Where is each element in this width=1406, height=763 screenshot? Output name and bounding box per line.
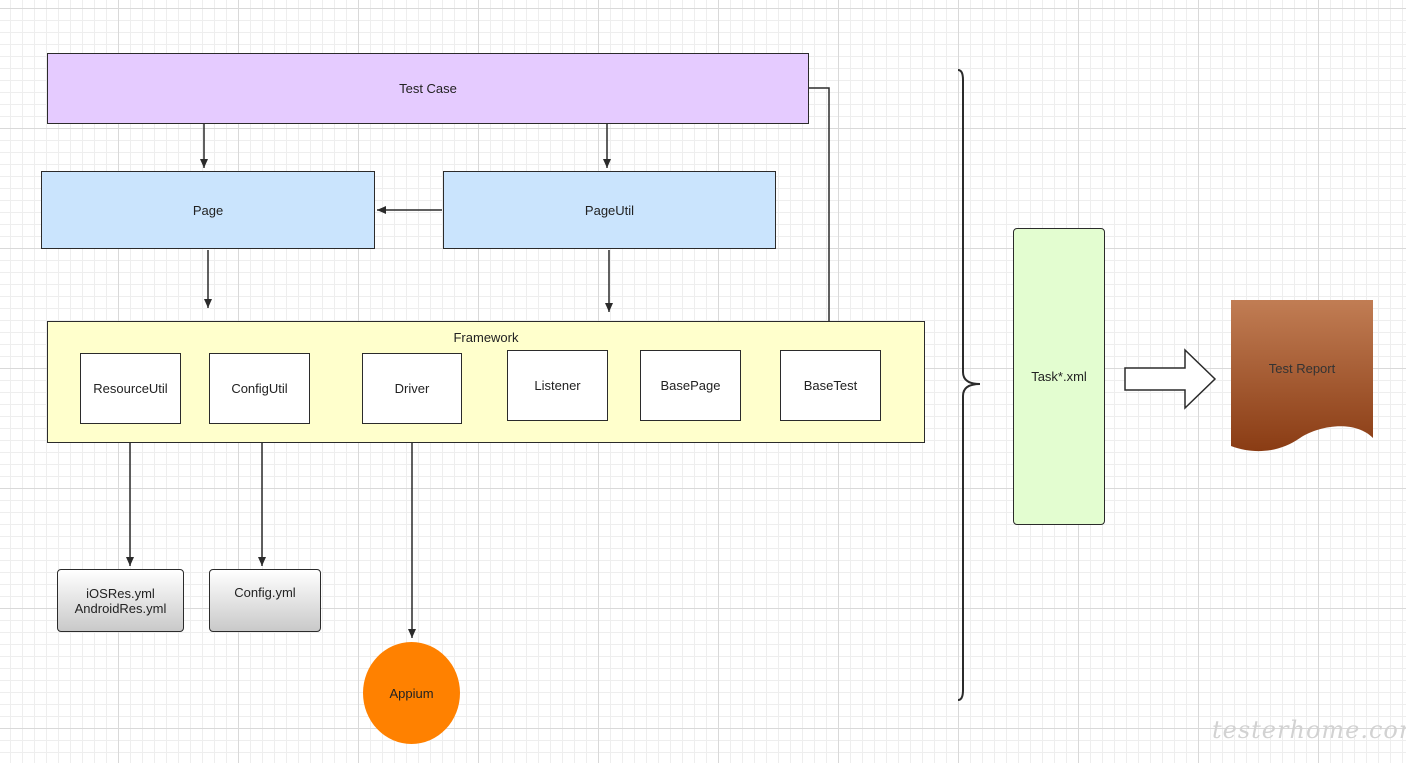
listener-box[interactable]: Listener bbox=[507, 350, 608, 421]
res-files-box[interactable]: iOSRes.yml AndroidRes.yml bbox=[57, 569, 184, 632]
appium-label: Appium bbox=[389, 685, 434, 701]
config-file-box[interactable]: Config.yml bbox=[209, 569, 321, 632]
task-label: Task*.xml bbox=[1031, 369, 1087, 384]
test-case-box[interactable]: Test Case bbox=[47, 53, 809, 124]
driver-label: Driver bbox=[394, 381, 430, 396]
watermark: testerhome.com bbox=[1212, 716, 1406, 744]
report-shape bbox=[1231, 300, 1373, 452]
framework-label: Framework bbox=[453, 330, 519, 345]
res-files-label: iOSRes.yml AndroidRes.yml bbox=[74, 585, 167, 616]
appium-node[interactable]: Appium bbox=[363, 642, 460, 744]
resource-util-box[interactable]: ResourceUtil bbox=[80, 353, 181, 424]
base-test-box[interactable]: BaseTest bbox=[780, 350, 881, 421]
base-page-label: BasePage bbox=[660, 378, 721, 393]
config-util-box[interactable]: ConfigUtil bbox=[209, 353, 310, 424]
page-util-box[interactable]: PageUtil bbox=[443, 171, 776, 249]
test-report-label: Test Report bbox=[1268, 361, 1336, 376]
page-label: Page bbox=[192, 202, 224, 218]
page-util-label: PageUtil bbox=[584, 202, 635, 218]
config-util-label: ConfigUtil bbox=[231, 381, 288, 396]
config-file-label: Config.yml bbox=[234, 585, 296, 600]
framework-container[interactable]: Framework bbox=[47, 321, 925, 443]
listener-label: Listener bbox=[534, 378, 581, 393]
driver-box[interactable]: Driver bbox=[362, 353, 462, 424]
curly-brace bbox=[957, 69, 981, 701]
page-box[interactable]: Page bbox=[41, 171, 375, 249]
block-arrow-task-report bbox=[1124, 348, 1217, 410]
task-box[interactable]: Task*.xml bbox=[1013, 228, 1105, 525]
test-case-label: Test Case bbox=[399, 81, 457, 96]
base-page-box[interactable]: BasePage bbox=[640, 350, 741, 421]
resource-util-label: ResourceUtil bbox=[93, 381, 168, 396]
arrow-testcase-basetest bbox=[808, 87, 833, 348]
base-test-label: BaseTest bbox=[803, 378, 858, 393]
